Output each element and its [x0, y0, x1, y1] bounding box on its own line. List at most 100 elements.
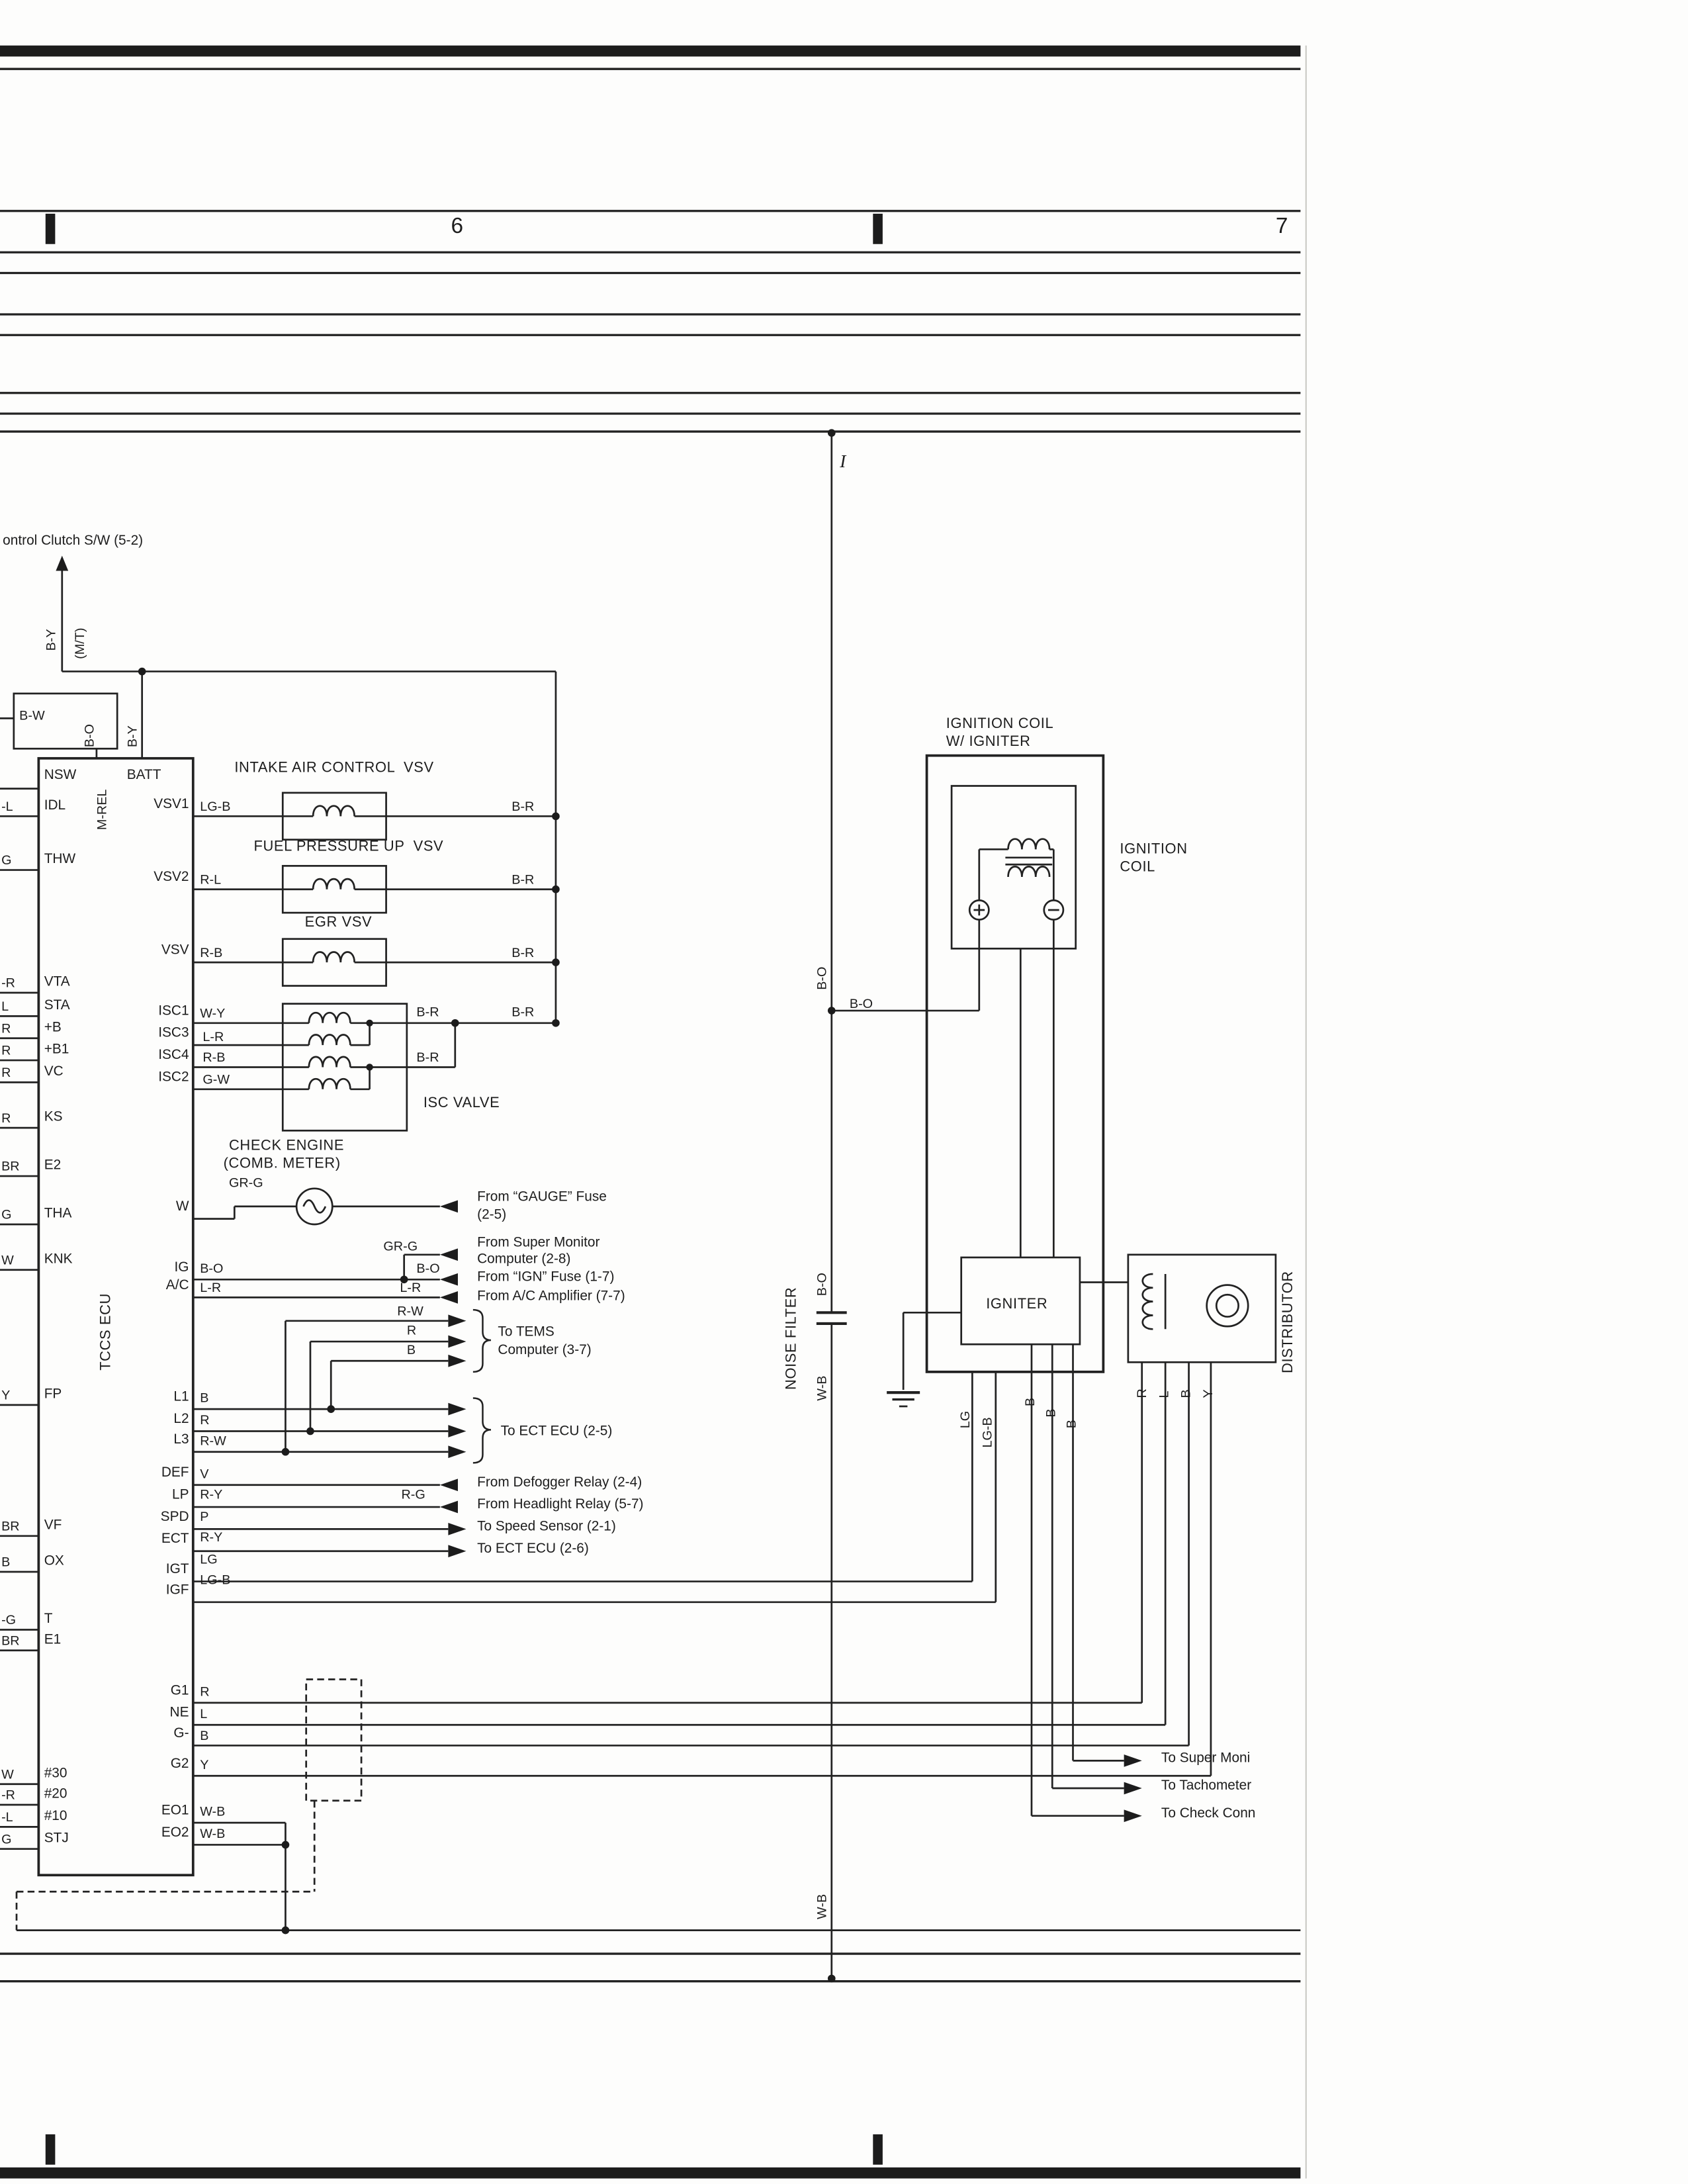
top-left-wiring [0, 555, 557, 1023]
pin-label-vta: VTA [44, 974, 70, 990]
wire-label-l-ne: L [200, 1707, 208, 1723]
wire-label-bo-bus-1: B-O [815, 966, 830, 990]
annotation-super-monitor-2: Computer (2-8) [477, 1251, 571, 1267]
pin-label-lp: LP [172, 1487, 189, 1503]
wire-label-v-def: V [200, 1467, 209, 1482]
pin-label-g2: G2 [170, 1756, 189, 1772]
pin-label-knk: KNK [44, 1251, 73, 1267]
title-egr-vsv: EGR VSV [304, 914, 373, 931]
wire-label-lg-igt: LG [200, 1552, 218, 1568]
wire-label-rw-tems: R-W [397, 1304, 423, 1320]
wire-label-r-tems: R [406, 1323, 417, 1339]
pin-label-isc1: ISC1 [158, 1003, 189, 1019]
pin-label-mrel: M-REL [95, 789, 111, 831]
wire-label-bw: B-W [19, 708, 45, 724]
wire-label-wb-eo1: W-B [200, 1805, 226, 1820]
wire-label-r-l2: R [200, 1413, 210, 1429]
pin-label-ne: NE [169, 1706, 189, 1721]
title-intake-vsv: INTAKE AIR CONTROL VSV [234, 759, 434, 776]
pin-label-tha: THA [44, 1206, 72, 1222]
annotation-gauge-fuse-2: (2-5) [477, 1207, 507, 1223]
stub-label-sta: L [1, 999, 9, 1015]
pin-label-w: W [175, 1199, 189, 1215]
wire-label-by-clutch: B-Y [44, 629, 60, 651]
pin-label-t: T [44, 1612, 53, 1627]
wire-label-mt: (M/T) [73, 627, 89, 659]
wire-label-b-tems: B [406, 1343, 416, 1359]
wire-label-br-egr: B-R [511, 946, 535, 962]
main-bus [816, 432, 847, 1979]
wire-label-ry-lp: R-Y [200, 1487, 223, 1503]
pin-label-e2: E2 [44, 1158, 62, 1173]
ecu-outline [37, 756, 195, 1877]
stub-label-vta: -R [1, 976, 15, 991]
wire-label-rb-egr: R-B [200, 946, 223, 962]
wire-label-br-vsv2: B-R [511, 872, 535, 888]
pin-label-ox: OX [44, 1553, 64, 1569]
pin-label-isc4: ISC4 [158, 1048, 189, 1064]
pin-label-igt: IGT [165, 1562, 189, 1578]
wire-label-l-dist: L [1157, 1390, 1173, 1398]
wire-label-r-g1: R [200, 1684, 210, 1700]
wire-label-grg-lamp: GR-G [228, 1176, 263, 1191]
wire-label-lr-ac-2: L-R [400, 1281, 422, 1297]
wire-label-bo-ig: B-O [200, 1261, 224, 1277]
annotation-tems-1: To TEMS [498, 1325, 555, 1340]
stub-label-plusb1: R [1, 1044, 11, 1059]
annotation-ect-ecu-a: To ECT ECU (2-5) [500, 1424, 613, 1439]
wire-label-lgb-vsv1: LG-B [200, 799, 231, 815]
section-number-6: 6 [451, 214, 464, 239]
stub-label-thw: G [1, 853, 12, 869]
pin-label-isc3: ISC3 [158, 1025, 189, 1041]
wire-label-wb-bus-2: W-B [815, 1893, 830, 1919]
clutch-switch-ref: ontrol Clutch S/W (5-2) [3, 533, 144, 549]
title-ignition-assy-1: IGNITION COIL [946, 715, 1054, 733]
title-isc-valve: ISC VALVE [423, 1095, 500, 1112]
distributor-symbol [1127, 1253, 1277, 1363]
wire-label-rl-vsv2: R-L [200, 872, 222, 888]
pin-label-eo2: EO2 [161, 1825, 189, 1841]
stub-label-30: W [1, 1767, 14, 1783]
wire-label-p-spd: P [200, 1510, 209, 1525]
pin-label-vsv2: VSV2 [154, 870, 189, 886]
annotation-gauge-fuse-1: From “GAUGE” Fuse [477, 1189, 607, 1205]
stub-label-stj: G [1, 1832, 12, 1848]
pin-label-fp: FP [44, 1387, 62, 1402]
wire-label-br-isc-bus: B-R [511, 1005, 535, 1021]
wire-label-by-batt: B-Y [125, 725, 141, 748]
title-noise-filter: NOISE FILTER [783, 1287, 800, 1390]
wire-label-y-g2: Y [200, 1758, 209, 1774]
wire-label-lr-isc3: L-R [202, 1030, 224, 1046]
junction-dots [138, 429, 836, 1983]
left-stub-wires [0, 788, 39, 1850]
pin-label-l1: L1 [173, 1389, 189, 1405]
title-check-engine-1: CHECK ENGINE [228, 1137, 345, 1154]
page-rules [0, 45, 1307, 2179]
wire-label-grg-supermon: GR-G [383, 1239, 418, 1255]
pin-label-batt: BATT [126, 768, 161, 784]
ignition-assembly [831, 754, 1142, 1823]
annotation-ac-amplifier: From A/C Amplifier (7-7) [477, 1289, 625, 1304]
wire-label-b-drop-2: B [1044, 1408, 1059, 1418]
igt-igf-wires [193, 1371, 997, 1604]
annotation-defogger: From Defogger Relay (2-4) [477, 1475, 643, 1491]
wire-label-lgb-vert: LG-B [980, 1417, 996, 1448]
wire-label-bo-ignfuse: B-O [416, 1261, 440, 1277]
annotation-ect-ecu-b: To ECT ECU (2-6) [477, 1541, 589, 1557]
wire-label-br-isc-a: B-R [416, 1005, 439, 1021]
wire-label-bo-coil: B-O [849, 997, 873, 1013]
title-fuel-vsv: FUEL PRESSURE UP VSV [253, 838, 444, 855]
wire-label-b-gminus: B [200, 1729, 209, 1745]
stub-label-10: -L [1, 1810, 13, 1826]
pin-label-ac: A/C [165, 1278, 189, 1294]
title-check-engine-2: (COMB. METER) [223, 1155, 341, 1172]
wire-label-bo-mrel: B-O [83, 723, 98, 748]
wire-label-b-drop-1: B [1023, 1397, 1039, 1406]
pin-label-vf: VF [44, 1518, 62, 1533]
annotation-headlight: From Headlight Relay (5-7) [477, 1497, 644, 1513]
title-ignition-assy-2: W/ IGNITER [946, 733, 1031, 751]
pin-label-spd: SPD [160, 1510, 189, 1525]
eo-wires [193, 1821, 287, 1931]
